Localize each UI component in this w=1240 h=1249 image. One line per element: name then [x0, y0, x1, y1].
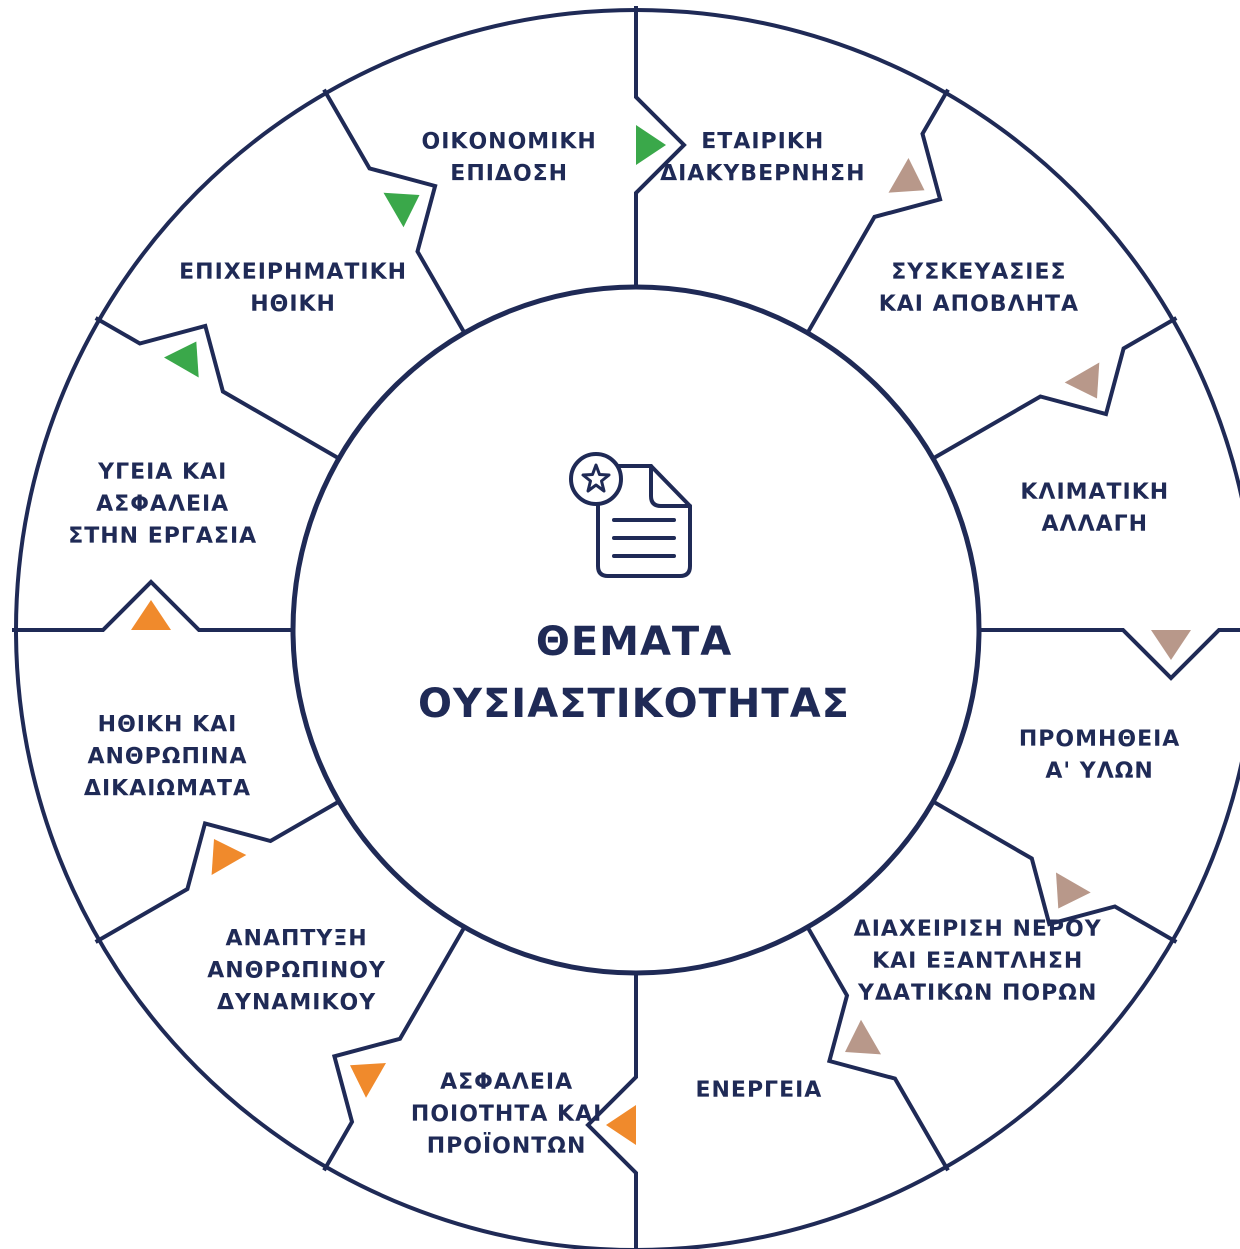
- segment-label-line: ΗΘΙΚΗ: [250, 292, 336, 317]
- segment-label-line: ΑΛΛΑΓΗ: [1042, 512, 1149, 537]
- segment-label-water-management: ΔΙΑΧΕΙΡΙΣΗ ΝΕΡΟΥ ΚΑΙ ΕΞΑΝΤΛΗΣΗ ΥΔΑΤΙΚΩΝ ΠΟ…: [854, 917, 1102, 1006]
- segment-label-product-quality: ΑΣΦΑΛΕΙΑ ΠΟΙΟΤΗΤΑ ΚΑΙ ΠΡΟΪΟΝΤΩΝ: [411, 1070, 602, 1159]
- segment-divider-climate-change: [932, 316, 1178, 461]
- segment-label-corporate-governance: ΕΤΑΙΡΙΚΗ ΔΙΑΚΥΒΕΡΝΗΣΗ: [660, 130, 865, 187]
- segment-label-line: ΣΥΣΚΕΥΑΣΙΕΣ: [891, 260, 1066, 285]
- segment-label-raw-materials: ΠΡΟΜΗΘΕΙΑ Α' ΥΛΩΝ: [1019, 727, 1181, 784]
- segment-label-line: ΕΤΑΙΡΙΚΗ: [701, 130, 824, 155]
- segment-label-line: ΑΝΑΠΤΥΞΗ: [226, 926, 368, 951]
- marker-business-ethics: [164, 341, 199, 378]
- center-title-line2: ΟΥΣΙΑΣΤΙΚΟΤΗΤΑΣ: [418, 681, 850, 727]
- segment-label-line: ΕΠΙΔΟΣΗ: [450, 162, 568, 187]
- segment-label-climate-change: ΚΛΙΜΑΤΙΚΗ ΑΛΛΑΓΗ: [1020, 480, 1169, 537]
- segment-label-line: ΣΤΗΝ ΕΡΓΑΣΙΑ: [68, 524, 257, 549]
- segment-label-line: ΚΑΙ ΑΠΟΒΛΗΤΑ: [879, 292, 1079, 317]
- segment-label-human-rights: ΗΘΙΚΗ ΚΑΙ ΑΝΘΡΩΠΙΝΑ ΔΙΚΑΙΩΜΑΤΑ: [84, 713, 251, 802]
- segment-label-line: ΔΙΑΧΕΙΡΙΣΗ ΝΕΡΟΥ: [854, 917, 1102, 942]
- segment-divider-human-capital: [322, 926, 467, 1172]
- segment-label-line: ΠΟΙΟΤΗΤΑ ΚΑΙ: [411, 1102, 602, 1127]
- segment-label-human-capital: ΑΝΑΠΤΥΞΗ ΑΝΘΡΩΠΙΝΟΥ ΔΥΝΑΜΙΚΟΥ: [207, 926, 386, 1015]
- segment-label-line: ΔΙΑΚΥΒΕΡΝΗΣΗ: [660, 162, 865, 187]
- segment-label-business-ethics: ΕΠΙΧΕΙΡΗΜΑΤΙΚΗ ΗΘΙΚΗ: [179, 260, 407, 317]
- segment-label-line: ΕΠΙΧΕΙΡΗΜΑΤΙΚΗ: [179, 260, 407, 285]
- center-circle: [290, 284, 982, 976]
- marker-corporate-governance: [636, 125, 666, 165]
- segment-divider-human-rights: [94, 799, 340, 944]
- segment-label-line: ΥΔΑΤΙΚΩΝ ΠΟΡΩΝ: [857, 981, 1097, 1006]
- segment-dividers: [12, 6, 1240, 1249]
- segment-label-line: ΗΘΙΚΗ ΚΑΙ: [98, 713, 238, 738]
- marker-health-safety: [131, 600, 171, 630]
- segment-divider-product-quality: [585, 973, 638, 1249]
- category-markers: [131, 125, 1191, 1145]
- segment-label-line: ΑΝΘΡΩΠΙΝΟΥ: [207, 958, 386, 983]
- segment-labels: ΕΤΑΙΡΙΚΗ ΔΙΑΚΥΒΕΡΝΗΣΗ ΣΥΣΚΕΥΑΣΙΕΣ ΚΑΙ ΑΠΟΒΛ…: [68, 130, 1181, 1159]
- document-star-icon: [569, 452, 692, 578]
- segment-label-line: ΑΝΘΡΩΠΙΝΑ: [87, 745, 247, 770]
- marker-product-quality: [606, 1105, 636, 1145]
- segment-label-line: ΠΡΟΜΗΘΕΙΑ: [1019, 727, 1181, 752]
- segment-divider-water-management: [932, 799, 1178, 944]
- marker-economic-performance: [383, 192, 420, 228]
- marker-water-management: [1056, 872, 1091, 909]
- marker-raw-materials: [1151, 630, 1191, 660]
- segment-label-health-safety: ΥΓΕΙΑ ΚΑΙ ΑΣΦΑΛΕΙΑ ΣΤΗΝ ΕΡΓΑΣΙΑ: [68, 460, 257, 549]
- segment-label-economic-performance: ΟΙΚΟΝΟΜΙΚΗ ΕΠΙΔΟΣΗ: [422, 130, 597, 187]
- segment-divider-energy: [805, 926, 950, 1172]
- segment-label-line: ΚΛΙΜΑΤΙΚΗ: [1020, 480, 1169, 505]
- segment-label-line: ΔΥΝΑΜΙΚΟΥ: [217, 990, 376, 1015]
- marker-climate-change: [1064, 362, 1100, 399]
- segment-label-line: ΑΣΦΑΛΕΙΑ: [96, 492, 229, 517]
- center-title-line1: ΘΕΜΑΤΑ: [536, 619, 732, 665]
- marker-human-rights: [211, 839, 247, 875]
- marker-packaging-waste: [888, 158, 925, 193]
- marker-energy: [845, 1019, 881, 1055]
- segment-divider-economic-performance: [322, 88, 467, 334]
- segment-label-line: ΥΓΕΙΑ ΚΑΙ: [97, 460, 227, 485]
- segment-divider-business-ethics: [94, 316, 340, 461]
- segment-label-packaging-waste: ΣΥΣΚΕΥΑΣΙΕΣ ΚΑΙ ΑΠΟΒΛΗΤΑ: [879, 260, 1079, 317]
- segment-label-line: ΕΝΕΡΓΕΙΑ: [695, 1078, 822, 1103]
- segment-label-line: Α' ΥΛΩΝ: [1045, 759, 1154, 784]
- segment-divider-packaging-waste: [805, 88, 950, 334]
- segment-label-line: ΟΙΚΟΝΟΜΙΚΗ: [422, 130, 597, 155]
- segment-label-energy: ΕΝΕΡΓΕΙΑ: [695, 1078, 822, 1103]
- segment-label-line: ΔΙΚΑΙΩΜΑΤΑ: [84, 777, 251, 802]
- marker-human-capital: [350, 1063, 386, 1098]
- segment-label-line: ΚΑΙ ΕΞΑΝΤΛΗΣΗ: [872, 949, 1083, 974]
- segment-label-line: ΑΣΦΑΛΕΙΑ: [440, 1070, 573, 1095]
- segment-label-line: ΠΡΟΪΟΝΤΩΝ: [427, 1133, 587, 1159]
